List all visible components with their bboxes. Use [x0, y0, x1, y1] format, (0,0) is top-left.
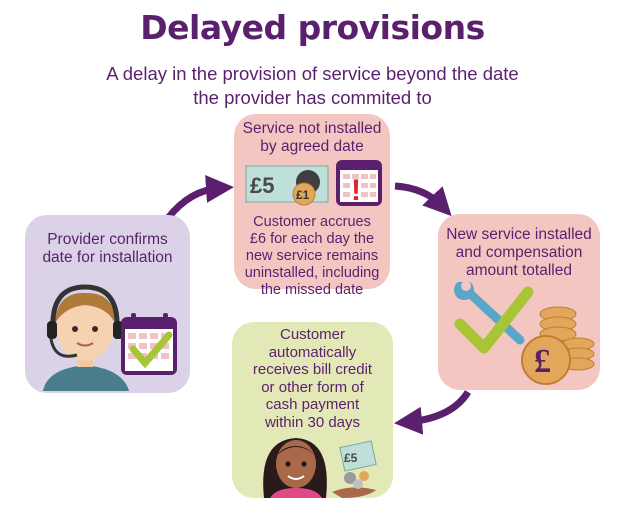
customer-text: Customer automatically receives bill cre…: [232, 326, 393, 431]
new-service-line: amount totalled: [466, 262, 572, 279]
subtitle-line-1: A delay in the provision of service beyo…: [106, 63, 519, 84]
provider-box: Provider confirms date for installation: [25, 215, 190, 393]
svg-text:£: £: [534, 343, 551, 380]
subtitle-line-2: the provider has commited to: [193, 87, 432, 108]
customer-line: receives bill credit: [252, 361, 373, 378]
service-body-line: new service remains: [245, 248, 379, 264]
arrow-service-to-new: [394, 182, 452, 217]
customer-line: or other form of: [261, 378, 364, 396]
provider-text: Provider confirms date for installation: [25, 231, 190, 267]
svg-text:!: !: [351, 174, 361, 207]
service-body-line: the missed date: [260, 282, 364, 298]
new-service-line: New service installed: [446, 226, 592, 243]
service-heading-line-1: Service not installed: [242, 120, 382, 137]
wrench-check-coins-icon: £: [454, 282, 595, 385]
banknote-icon: £5: [245, 165, 329, 203]
arrow-provider-to-service: [165, 174, 234, 221]
arrow-new-to-customer: [394, 390, 471, 435]
svg-text:£5: £5: [344, 451, 358, 465]
call-center-agent-icon: [43, 284, 177, 391]
provider-line-2: date for installation: [42, 249, 173, 266]
cash-note-icon: £5: [339, 440, 377, 489]
customer-line: cash payment: [265, 396, 360, 413]
customer-line: Customer: [279, 326, 346, 343]
page-title: Delayed provisions: [140, 8, 485, 47]
service-body-line: £6 for each day the: [249, 231, 375, 247]
service-body-line: uninstalled, including: [244, 265, 380, 281]
customer-line: automatically: [268, 343, 357, 361]
new-service-line: and compensation: [455, 244, 583, 261]
service-body-line: Customer accrues: [253, 214, 371, 230]
alert-calendar-icon: !: [336, 160, 382, 207]
money-and-calendar-icons: £5 £1 !: [245, 160, 382, 207]
page-subtitle: A delay in the provision of service beyo…: [0, 62, 625, 110]
coin-icon: £1: [292, 182, 316, 206]
customer-with-cash-icon: £5: [263, 438, 377, 498]
new-service-text: New service installed and compensation a…: [438, 226, 600, 280]
svg-text:£5: £5: [250, 173, 274, 198]
wrench-icon: [454, 282, 525, 345]
svg-text:£1: £1: [296, 188, 310, 202]
service-heading: Service not installed by agreed date: [234, 120, 390, 156]
customer-receives-box: Customer automatically receives bill cre…: [232, 322, 393, 498]
provider-line-1: Provider confirms: [47, 231, 168, 248]
service-not-installed-box: Service not installed by agreed date £5 …: [234, 114, 390, 298]
new-service-installed-box: New service installed and compensation a…: [438, 214, 600, 390]
customer-line: within 30 days: [264, 413, 361, 431]
check-icon: [454, 286, 534, 354]
service-heading-line-2: by agreed date: [260, 138, 364, 155]
service-body: Customer accrues £6 for each day the new…: [234, 214, 390, 299]
coin-stack-icon: £: [521, 306, 595, 385]
